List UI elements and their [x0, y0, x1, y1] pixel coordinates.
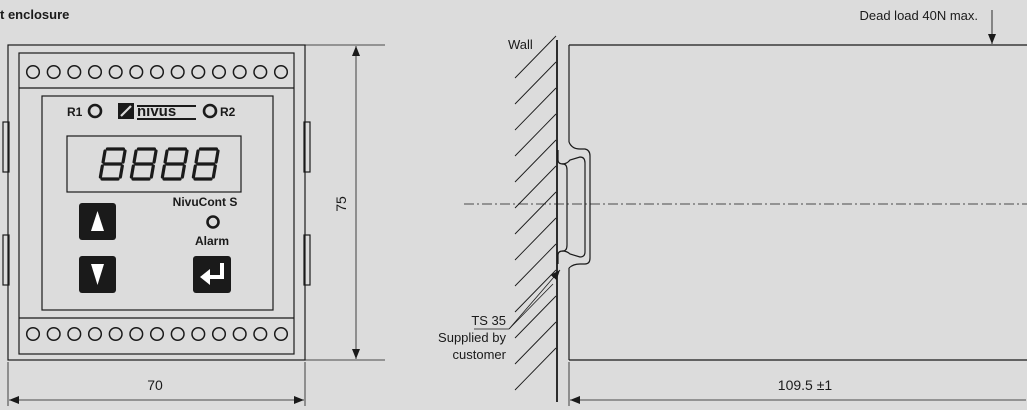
display-segment [180, 164, 186, 179]
alarm-led-icon [206, 215, 220, 229]
display-segment [214, 149, 220, 164]
hatch-line [514, 35, 557, 79]
display-segment [160, 164, 166, 179]
front-view [2, 44, 311, 361]
clip-left-bottom [2, 234, 10, 286]
hatch-line [514, 139, 557, 183]
terminal-screw [149, 64, 165, 80]
terminal-screw [129, 64, 144, 80]
display-segment [98, 164, 104, 179]
relay-2-led-icon [202, 103, 218, 119]
hatch-line [514, 295, 557, 339]
terminal-screw [67, 64, 82, 80]
terminal-screw [253, 64, 268, 80]
terminal-screw [170, 64, 185, 80]
terminal-row-bottom [25, 326, 289, 342]
display-segment [149, 164, 155, 179]
hatch-line [514, 165, 557, 209]
relay-1-label: R1 [67, 105, 83, 119]
terminal-screw [191, 326, 206, 342]
display-segment [132, 149, 138, 164]
terminal-screw [149, 326, 165, 342]
wall-hatching [514, 35, 557, 391]
clip-left-top [2, 121, 10, 173]
side-dimensions [568, 362, 1026, 406]
display-segment [183, 149, 189, 164]
rail-leader [474, 269, 561, 330]
down-arrow-icon [91, 264, 104, 285]
terminal-screw [46, 326, 61, 342]
product-name: NivuCont S [173, 195, 238, 209]
display-segment [129, 164, 135, 179]
width-dimension: 70 [147, 377, 163, 393]
down-button[interactable] [79, 256, 116, 293]
terminal-screw [253, 326, 268, 342]
nivus-logo: nivus [118, 103, 196, 120]
terminal-screw [211, 64, 227, 80]
terminal-screw [170, 326, 185, 342]
terminal-screw [273, 64, 289, 80]
terminal-screw [25, 64, 41, 80]
terminal-screw [67, 326, 82, 342]
seven-segment-display [98, 147, 220, 181]
display-segment [194, 149, 200, 164]
clip-right-top [303, 121, 311, 173]
display-segment [152, 149, 158, 164]
display-segment [191, 164, 197, 179]
drawing-title: t enclosure [0, 7, 69, 22]
relay-1-led-icon [87, 103, 103, 119]
front-dimensions [7, 44, 385, 406]
terminal-screw [87, 326, 103, 342]
clip-right-bottom [303, 234, 311, 286]
terminal-screw [108, 326, 123, 342]
display-segment [121, 149, 127, 164]
housing-outer [7, 44, 306, 361]
terminal-screw [129, 326, 144, 342]
hatch-line [514, 113, 557, 157]
display-window [66, 135, 242, 193]
enter-button[interactable] [193, 256, 231, 293]
terminal-screw [211, 326, 227, 342]
wall-label: Wall [508, 37, 533, 52]
supplied-line-1: Supplied by [438, 330, 506, 345]
height-dimension: 75 [333, 196, 349, 212]
display-segment [118, 164, 124, 179]
hatch-line [514, 61, 557, 105]
depth-dimension: 109.5 ±1 [778, 377, 833, 393]
hatch-line [514, 87, 557, 131]
relay-2-label: R2 [220, 105, 236, 119]
terminal-row-top [25, 64, 289, 80]
terminal-screw [87, 64, 103, 80]
alarm-label: Alarm [195, 234, 229, 248]
display-segment [211, 164, 217, 179]
up-button[interactable] [79, 203, 116, 240]
display-segment [163, 149, 169, 164]
terminal-screw [46, 64, 61, 80]
housing-inner [18, 52, 295, 355]
terminal-screw [273, 326, 289, 342]
din-rail [557, 141, 591, 269]
hatch-line [514, 217, 557, 261]
display-segment [101, 149, 107, 164]
hatch-line [514, 269, 557, 313]
terminal-screw [191, 64, 206, 80]
up-arrow-icon [91, 211, 104, 231]
brand-name: nivus [137, 103, 176, 120]
enter-icon [200, 263, 224, 285]
terminal-screw [232, 64, 247, 80]
rail-label: TS 35 [471, 313, 506, 328]
load-label: Dead load 40N max. [859, 8, 978, 23]
front-panel [41, 95, 274, 311]
terminal-screw [232, 326, 247, 342]
hatch-line [514, 191, 557, 235]
supplied-line-2: customer [453, 347, 507, 362]
terminal-screw [25, 326, 41, 342]
hatch-line [514, 243, 557, 287]
terminal-screw [108, 64, 123, 80]
hatch-line [514, 347, 557, 391]
hatch-line [514, 321, 557, 365]
device-side [568, 44, 1027, 361]
